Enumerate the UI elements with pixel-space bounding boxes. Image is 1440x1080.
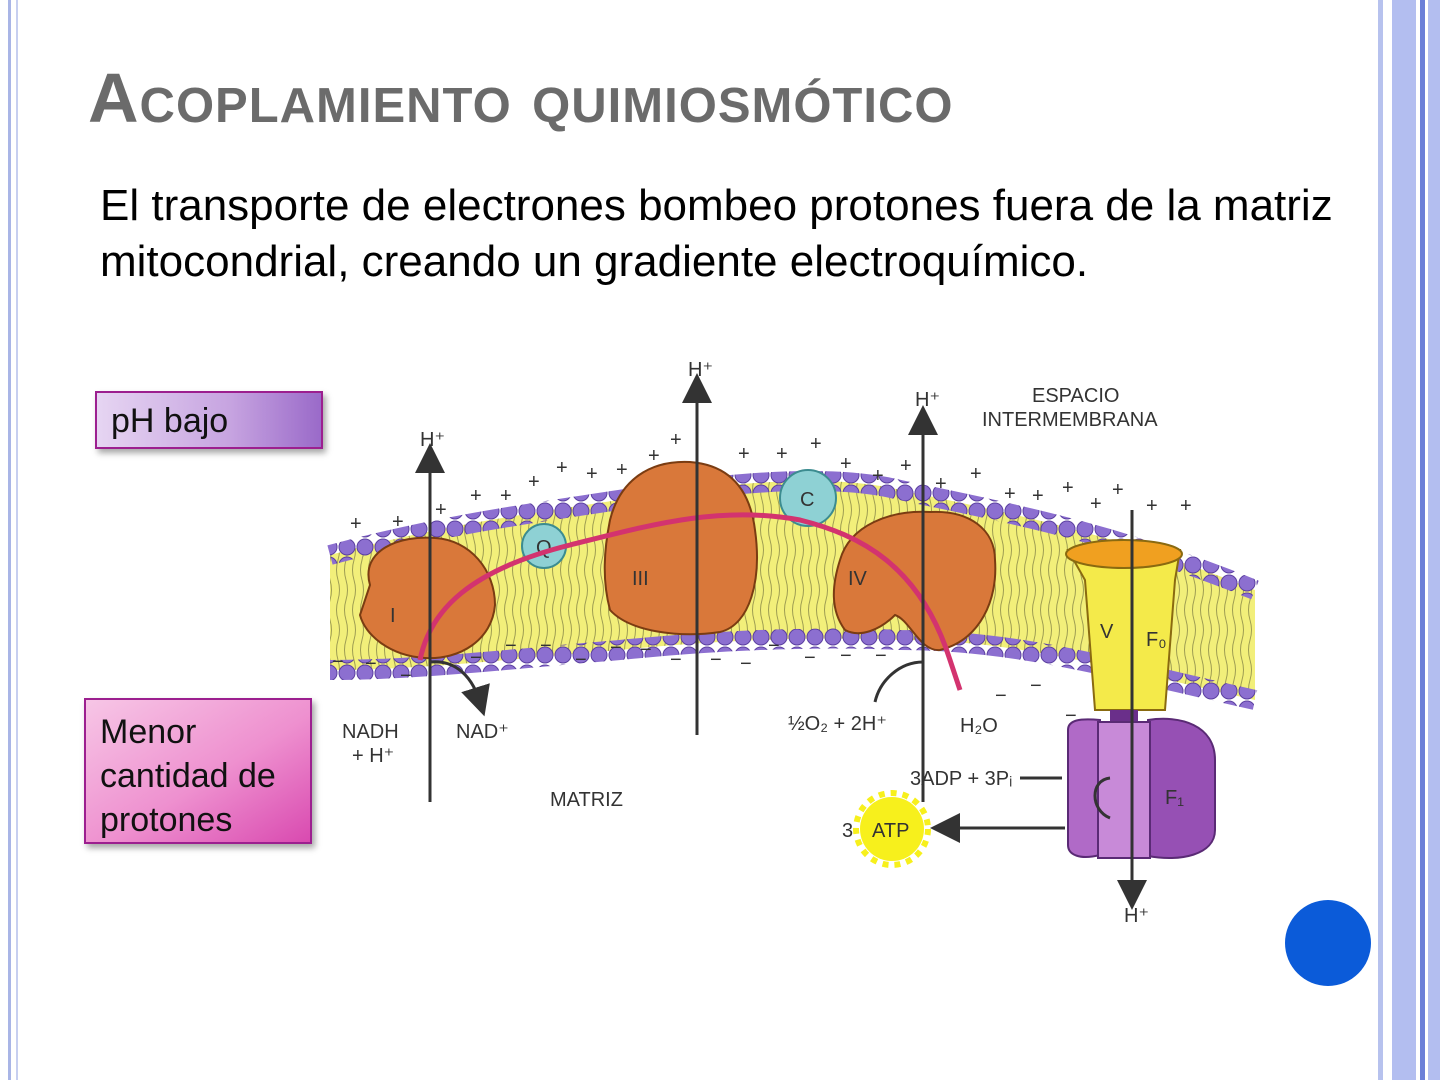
svg-text:F₀: F₀	[1146, 629, 1167, 651]
svg-text:+: +	[900, 455, 912, 477]
cytochrome-c: C	[779, 469, 837, 527]
svg-text:+: +	[500, 485, 512, 507]
svg-text:+: +	[1146, 495, 1158, 517]
svg-text:IV: IV	[848, 568, 868, 590]
menor-protones-label: Menor cantidad de protones	[84, 698, 312, 844]
svg-text:+: +	[350, 513, 362, 535]
svg-text:−: −	[875, 645, 887, 667]
ph-bajo-label: pH bajo	[95, 391, 323, 449]
slide-body-text: El transporte de electrones bombeo proto…	[100, 181, 1333, 286]
electron-path	[417, 512, 963, 691]
svg-text:−: −	[768, 635, 780, 657]
svg-text:+: +	[1062, 477, 1074, 499]
matriz-label: MATRIZ	[550, 789, 623, 811]
espacio-label: ESPACIO	[1032, 385, 1119, 407]
svg-text:+: +	[392, 511, 404, 533]
svg-text:+: +	[840, 453, 852, 475]
nadh-h-label: + H⁺	[352, 745, 394, 767]
frame-line-left	[8, 0, 11, 1080]
svg-text:+: +	[586, 463, 598, 485]
nadh-label: NADH	[342, 721, 399, 743]
svg-text:III: III	[632, 568, 649, 590]
svg-text:−: −	[710, 649, 722, 671]
svg-text:+: +	[738, 443, 750, 465]
svg-text:C: C	[800, 489, 814, 511]
svg-text:+: +	[970, 463, 982, 485]
svg-text:−: −	[400, 665, 412, 687]
svg-text:+: +	[1180, 495, 1192, 517]
svg-text:−: −	[804, 647, 816, 669]
svg-text:−: −	[1065, 705, 1077, 727]
svg-text:−: −	[505, 635, 517, 657]
h-plus-label-3: H⁺	[915, 389, 940, 411]
svg-text:−: −	[610, 637, 622, 659]
svg-text:+: +	[670, 429, 682, 451]
svg-text:+: +	[1032, 485, 1044, 507]
nad-plus-label: NAD⁺	[456, 721, 509, 743]
svg-text:−: −	[470, 647, 482, 669]
svg-text:−: −	[995, 685, 1007, 707]
svg-text:+: +	[556, 457, 568, 479]
water-label: H₂O	[960, 715, 998, 737]
svg-text:−: −	[365, 653, 377, 675]
slide-title: Acoplamiento quimiosmótico	[88, 59, 954, 137]
positive-charges: + + + + + + + + + + + + + + + + + + + + …	[350, 429, 1192, 535]
svg-text:+: +	[435, 499, 447, 521]
navigation-dot[interactable]	[1285, 900, 1371, 986]
svg-text:+: +	[776, 443, 788, 465]
proton-arrows	[415, 373, 1147, 910]
svg-text:−: −	[740, 653, 752, 675]
svg-text:I: I	[390, 605, 396, 627]
svg-text:−: −	[540, 635, 552, 657]
svg-text:+: +	[470, 485, 482, 507]
svg-text:−: −	[1030, 675, 1042, 697]
oxygen-label: ½O₂ + 2H⁺	[788, 713, 887, 735]
adp-label: 3ADP + 3Pᵢ	[910, 768, 1012, 790]
complex-I: I	[358, 536, 497, 660]
svg-text:+: +	[1004, 483, 1016, 505]
svg-text:−: −	[332, 651, 344, 673]
svg-text:+: +	[1112, 479, 1124, 501]
svg-text:−: −	[840, 645, 852, 667]
frame-right-border	[1378, 0, 1440, 1080]
svg-text:+: +	[648, 445, 660, 467]
h-plus-label-1: H⁺	[420, 429, 445, 451]
intermembrana-label: INTERMEMBRANA	[982, 409, 1158, 431]
svg-text:+: +	[810, 433, 822, 455]
svg-text:−: −	[575, 649, 587, 671]
atp-product: 3 ATP	[842, 790, 931, 868]
frame-line-left-inner	[16, 0, 18, 1080]
atp-synthase: V F₀ F₁	[1065, 539, 1216, 859]
svg-text:+: +	[872, 465, 884, 487]
svg-text:−: −	[670, 649, 682, 671]
electron-transport-diagram: + + + + + + + + + + + + + + + + + + + + …	[327, 359, 1259, 927]
svg-text:+: +	[616, 459, 628, 481]
svg-text:V: V	[1100, 621, 1114, 643]
svg-text:+: +	[935, 473, 947, 495]
svg-text:−: −	[640, 639, 652, 661]
svg-text:+: +	[528, 471, 540, 493]
svg-text:ATP: ATP	[872, 820, 909, 842]
complex-IV: IV	[832, 510, 997, 652]
svg-text:F₁: F₁	[1165, 787, 1184, 809]
h-plus-label-2: H⁺	[688, 359, 713, 381]
svg-text:+: +	[1090, 493, 1102, 515]
complex-III: III	[603, 460, 758, 636]
negative-charges: − − − − − − − − − − − − − − − − − − −	[332, 635, 1077, 727]
svg-text:3: 3	[842, 820, 853, 842]
h-plus-label-4: H⁺	[1124, 905, 1149, 927]
